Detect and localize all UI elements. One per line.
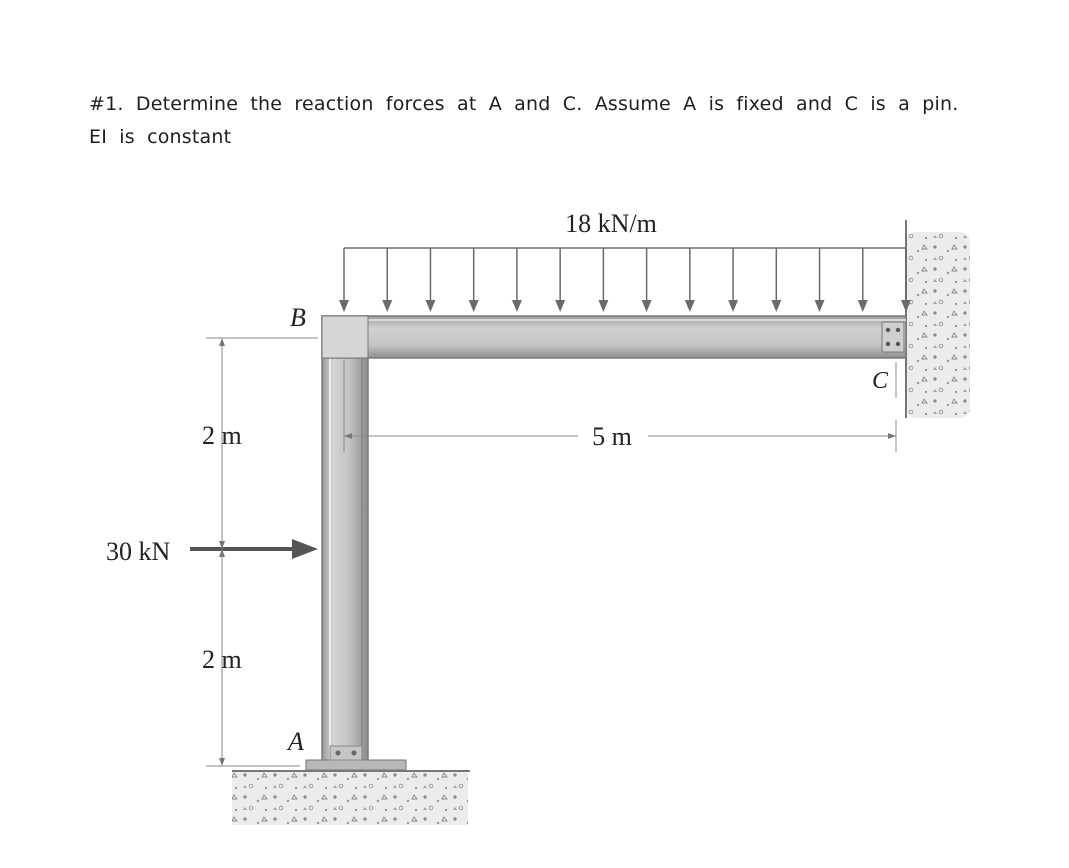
span-dimension: 5 m: [343, 360, 897, 452]
load-arrow-head-icon: [468, 300, 479, 312]
problem-line-2: EI is constant: [89, 126, 232, 148]
load-arrow-head-icon: [857, 300, 868, 312]
point-load-30kn: 30 kN: [106, 537, 318, 566]
load-arrow-head-icon: [684, 300, 695, 312]
wall-support-c: [905, 220, 970, 418]
load-arrow-head-icon: [425, 300, 436, 312]
load-arrows: [339, 248, 911, 312]
node-a-label: A: [286, 727, 304, 756]
dim-span-label: 5 m: [592, 422, 632, 451]
load-arrow-head-icon: [555, 300, 566, 312]
vertical-dimension: 2 m 2 m: [202, 337, 318, 767]
dim-upper-label: 2 m: [202, 421, 242, 450]
load-arrow-head-icon: [728, 300, 739, 312]
node-b-label: B: [290, 303, 306, 332]
column-ab: [321, 315, 369, 765]
load-arrow-head-icon: [598, 300, 609, 312]
beam-bc: [321, 315, 907, 359]
ground-support-a: [232, 770, 470, 825]
point-load-label: 30 kN: [106, 537, 171, 566]
problem-statement: #1. Determine the reaction forces at A a…: [89, 88, 958, 154]
load-arrow-head-icon: [382, 300, 393, 312]
load-arrow-head-icon: [511, 300, 522, 312]
load-arrow-head-icon: [814, 300, 825, 312]
dim-lower-label: 2 m: [202, 645, 242, 674]
arrow-head-icon: [292, 539, 318, 559]
load-arrow-head-icon: [339, 300, 349, 312]
problem-line-1: #1. Determine the reaction forces at A a…: [89, 93, 959, 115]
base-plate-a: [305, 745, 407, 771]
node-c-label: C: [872, 368, 889, 394]
load-arrow-head-icon: [771, 300, 782, 312]
pin-connection-c: [881, 321, 905, 353]
load-arrow-head-icon: [641, 300, 652, 312]
load-arrow-head-icon: [901, 300, 911, 312]
distributed-load: 18 kN/m: [339, 209, 911, 312]
load-label: 18 kN/m: [565, 209, 657, 238]
